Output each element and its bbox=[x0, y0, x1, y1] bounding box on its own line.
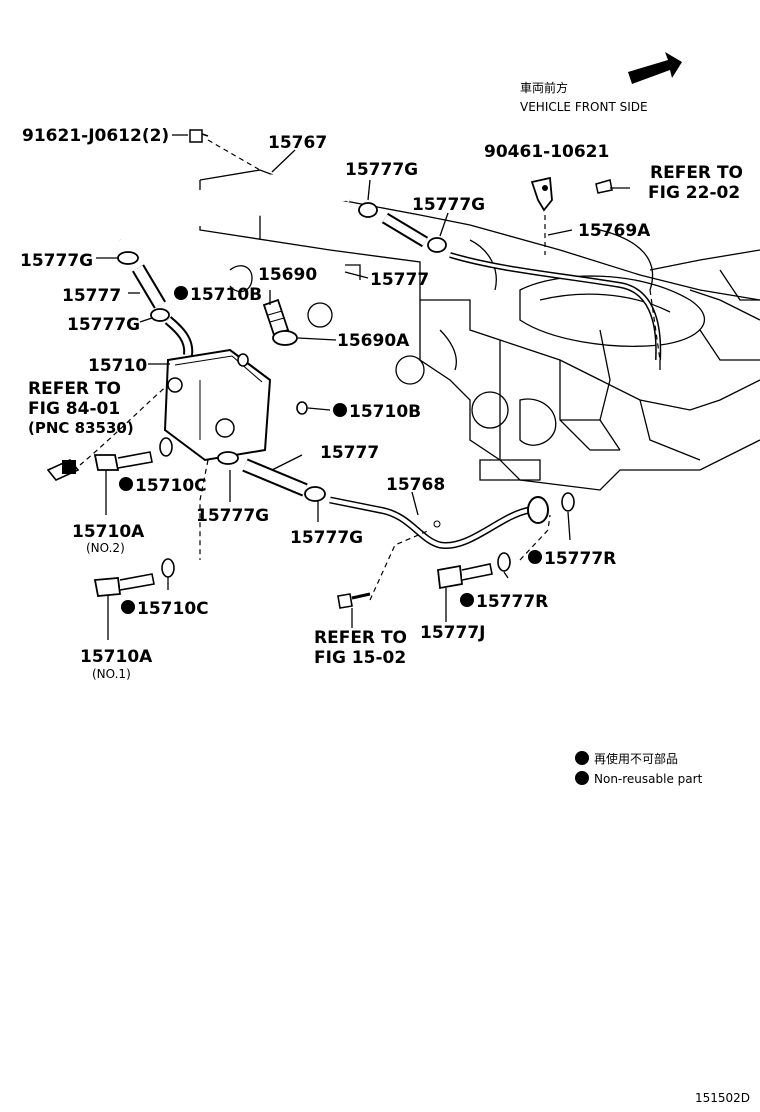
ref-22-02-line1: REFER TO bbox=[650, 163, 743, 183]
label-15777G-lower: 15777G bbox=[196, 506, 269, 526]
union-bolt-no2-icon bbox=[93, 437, 173, 471]
label-15767: 15767 bbox=[268, 133, 327, 153]
ref-15-02-line1: REFER TO bbox=[314, 628, 407, 648]
hose-15767 bbox=[107, 174, 352, 242]
union-bolt-no1-icon bbox=[93, 558, 175, 597]
ref-84-01-line2: FIG 84-01 bbox=[28, 399, 120, 419]
label-15777G-lower2: 15777G bbox=[290, 528, 363, 548]
label-15777G-left: 15777G bbox=[20, 251, 93, 271]
label-15777-lower: 15777 bbox=[320, 443, 379, 463]
label-15710B-mid: 15710B bbox=[349, 402, 421, 422]
legend-marker-icon bbox=[575, 771, 589, 785]
label-15777R-mid: 15777R bbox=[476, 592, 548, 612]
pipe-15769A bbox=[449, 252, 662, 361]
ref-84-01-line3: (PNC 83530) bbox=[28, 419, 134, 437]
o-ring-icon bbox=[237, 353, 308, 415]
ref-22-02-line2: FIG 22-02 bbox=[648, 183, 740, 203]
label-15777G-mid: 15777G bbox=[412, 195, 485, 215]
union-15690-icon bbox=[262, 298, 298, 346]
ref-15-02-line2: FIG 15-02 bbox=[314, 648, 406, 668]
front-label-en: VEHICLE FRONT SIDE bbox=[520, 100, 648, 114]
label-15777R-right: 15777R bbox=[544, 549, 616, 569]
non-reusable-marker-icon bbox=[460, 593, 474, 607]
label-15690: 15690 bbox=[258, 265, 317, 285]
label-15710A-no2-sub: (NO.2) bbox=[86, 541, 125, 555]
label-15710A-no1: 15710A bbox=[80, 647, 153, 667]
label-15710C-top: 15710C bbox=[135, 476, 207, 496]
non-reusable-marker-icon bbox=[333, 403, 347, 417]
non-reusable-marker-icon bbox=[119, 477, 133, 491]
label-15690A: 15690A bbox=[337, 331, 410, 351]
label-15710: 15710 bbox=[88, 356, 147, 376]
label-15769A: 15769A bbox=[578, 221, 651, 241]
hose-15777-upper bbox=[381, 212, 429, 248]
bolt-15-02-icon bbox=[337, 592, 371, 609]
label-15777G-top: 15777G bbox=[345, 160, 418, 180]
ref-84-01-line1: REFER TO bbox=[28, 379, 121, 399]
legend-marker-icon bbox=[575, 751, 589, 765]
label-91621: 91621-J0612(2) bbox=[22, 126, 169, 146]
union-bolt-15777J-icon bbox=[437, 492, 575, 590]
sensor-icon bbox=[46, 459, 80, 481]
non-reusable-marker-icon bbox=[174, 286, 188, 300]
label-15777-top: 15777 bbox=[370, 270, 429, 290]
label-15710B-top: 15710B bbox=[190, 285, 262, 305]
bolt-91621-icon bbox=[189, 129, 209, 143]
legend-en: Non-reusable part bbox=[594, 772, 703, 786]
bracket-90461-icon bbox=[530, 176, 553, 212]
label-15777-left: 15777 bbox=[62, 286, 121, 306]
legend-jp: 再使用不可部品 bbox=[594, 751, 678, 766]
label-15777G-left2: 15777G bbox=[67, 315, 140, 335]
non-reusable-marker-icon bbox=[121, 600, 135, 614]
oil-cooler-15710 bbox=[163, 348, 272, 462]
label-15710A-no1-sub: (NO.1) bbox=[92, 667, 131, 681]
hose-15777-left bbox=[131, 264, 194, 356]
label-15710C-bottom: 15710C bbox=[137, 599, 209, 619]
diagram-code: 151502D bbox=[695, 1091, 750, 1105]
hose-15777-lower bbox=[242, 458, 308, 497]
label-15777J: 15777J bbox=[420, 623, 485, 643]
label-90461: 90461-10621 bbox=[484, 142, 609, 162]
front-arrow-icon bbox=[628, 52, 682, 84]
bolt-icon bbox=[595, 179, 613, 194]
front-label-jp: 車両前方 bbox=[520, 80, 568, 95]
dashed-leader-lines bbox=[79, 139, 661, 601]
label-15768: 15768 bbox=[386, 475, 445, 495]
label-15710A-no2: 15710A bbox=[72, 522, 145, 542]
leader-lines bbox=[96, 134, 630, 640]
non-reusable-marker-icon bbox=[528, 550, 542, 564]
pipe-15768 bbox=[329, 496, 549, 549]
